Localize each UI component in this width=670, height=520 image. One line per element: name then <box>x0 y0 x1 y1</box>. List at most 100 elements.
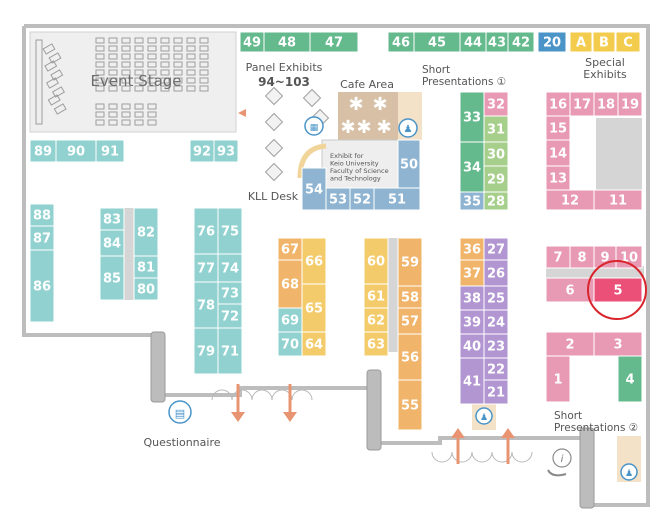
booth-36[interactable]: 36 <box>459 237 485 261</box>
booth-90[interactable]: 90 <box>55 139 97 163</box>
booth-35[interactable]: 35 <box>459 191 485 211</box>
booth-21[interactable]: 21 <box>483 379 509 405</box>
booth-38[interactable]: 38 <box>459 285 485 311</box>
booth-34[interactable]: 34 <box>459 141 485 193</box>
booth-44[interactable]: 44 <box>459 31 487 53</box>
booth-24[interactable]: 24 <box>483 309 509 335</box>
booth-76[interactable]: 76 <box>193 207 219 255</box>
booth-18[interactable]: 18 <box>593 91 619 117</box>
booth-55[interactable]: 55 <box>397 379 423 431</box>
booth-30[interactable]: 30 <box>483 141 509 167</box>
booth-74[interactable]: 74 <box>217 253 243 283</box>
booth-54[interactable]: 54 <box>301 167 327 211</box>
booth-64[interactable]: 64 <box>301 331 327 357</box>
booth-14[interactable]: 14 <box>545 139 571 167</box>
booth-31[interactable]: 31 <box>483 115 509 143</box>
booth-32[interactable]: 32 <box>483 91 509 117</box>
booth-81[interactable]: 81 <box>133 255 159 279</box>
booth-26[interactable]: 26 <box>483 259 509 287</box>
booth-22[interactable]: 22 <box>483 357 509 381</box>
booth-92[interactable]: 92 <box>189 139 215 163</box>
booth-48[interactable]: 48 <box>263 31 311 53</box>
booth-23[interactable]: 23 <box>483 333 509 359</box>
booth-1[interactable]: 1 <box>545 355 571 403</box>
booth-57[interactable]: 57 <box>397 307 423 335</box>
booth-43[interactable]: 43 <box>485 31 509 53</box>
booth-67[interactable]: 67 <box>277 237 303 261</box>
booth-7[interactable]: 7 <box>545 245 571 269</box>
cafe-area-label: Cafe Area <box>340 78 394 91</box>
booth-27[interactable]: 27 <box>483 237 509 261</box>
booth-86[interactable]: 86 <box>29 249 55 323</box>
booth-4[interactable]: 4 <box>617 355 643 403</box>
booth-51[interactable]: 51 <box>373 187 421 211</box>
booth-93[interactable]: 93 <box>213 139 239 163</box>
booth-b[interactable]: B <box>592 31 616 53</box>
booth-47[interactable]: 47 <box>309 31 359 53</box>
booth-82[interactable]: 82 <box>133 207 159 257</box>
booth-20[interactable]: 20 <box>537 31 567 53</box>
booth-42[interactable]: 42 <box>507 31 535 53</box>
booth-91[interactable]: 91 <box>95 139 125 163</box>
booth-84[interactable]: 84 <box>99 229 125 257</box>
booth-58[interactable]: 58 <box>397 285 423 309</box>
booth-49[interactable]: 49 <box>239 31 265 53</box>
booth-87[interactable]: 87 <box>29 225 55 251</box>
booth-17[interactable]: 17 <box>569 91 595 117</box>
booth-80[interactable]: 80 <box>133 277 159 301</box>
booth-79[interactable]: 79 <box>193 327 219 375</box>
booth-50[interactable]: 50 <box>397 139 421 189</box>
booth-83[interactable]: 83 <box>99 207 125 231</box>
booth-33[interactable]: 33 <box>459 91 485 143</box>
booth-72[interactable]: 72 <box>217 303 243 329</box>
booth-19[interactable]: 19 <box>617 91 643 117</box>
booth-65[interactable]: 65 <box>301 283 327 333</box>
booth-52[interactable]: 52 <box>349 187 375 211</box>
booth-2[interactable]: 2 <box>545 331 595 357</box>
booth-28[interactable]: 28 <box>483 191 509 211</box>
booth-62[interactable]: 62 <box>363 307 389 333</box>
booth-number: 23 <box>487 340 505 355</box>
booth-75[interactable]: 75 <box>217 207 243 255</box>
booth-5[interactable]: 5 <box>593 277 643 303</box>
booth-68[interactable]: 68 <box>277 259 303 309</box>
booth-45[interactable]: 45 <box>413 31 461 53</box>
booth-88[interactable]: 88 <box>29 203 55 227</box>
booth-78[interactable]: 78 <box>193 281 219 329</box>
booth-16[interactable]: 16 <box>545 91 571 117</box>
booth-3[interactable]: 3 <box>593 331 643 357</box>
booth-6[interactable]: 6 <box>545 277 595 303</box>
questionnaire-icon[interactable]: ▤ <box>168 400 192 424</box>
booth-71[interactable]: 71 <box>217 327 243 375</box>
booth-59[interactable]: 59 <box>397 237 423 287</box>
booth-53[interactable]: 53 <box>325 187 351 211</box>
booth-60[interactable]: 60 <box>363 237 389 285</box>
booth-63[interactable]: 63 <box>363 331 389 357</box>
booth-a[interactable]: A <box>569 31 593 53</box>
booth-56[interactable]: 56 <box>397 333 423 381</box>
booth-11[interactable]: 11 <box>593 189 643 211</box>
booth-39[interactable]: 39 <box>459 309 485 335</box>
booth-69[interactable]: 69 <box>277 307 303 333</box>
booth-73[interactable]: 73 <box>217 281 243 305</box>
event-stage[interactable]: Event Stage <box>29 31 237 133</box>
information-icon[interactable]: i <box>547 448 572 477</box>
booth-12[interactable]: 12 <box>545 189 595 211</box>
booth-number: 51 <box>388 193 406 208</box>
booth-61[interactable]: 61 <box>363 283 389 309</box>
booth-77[interactable]: 77 <box>193 253 219 283</box>
booth-85[interactable]: 85 <box>99 255 125 301</box>
booth-40[interactable]: 40 <box>459 333 485 359</box>
booth-25[interactable]: 25 <box>483 285 509 311</box>
booth-89[interactable]: 89 <box>29 139 57 163</box>
booth-8[interactable]: 8 <box>569 245 595 269</box>
booth-66[interactable]: 66 <box>301 237 327 285</box>
booth-13[interactable]: 13 <box>545 165 571 191</box>
booth-37[interactable]: 37 <box>459 259 485 287</box>
booth-46[interactable]: 46 <box>387 31 415 53</box>
booth-c[interactable]: C <box>615 31 641 53</box>
booth-29[interactable]: 29 <box>483 165 509 193</box>
booth-41[interactable]: 41 <box>459 357 485 405</box>
booth-70[interactable]: 70 <box>277 331 303 357</box>
booth-15[interactable]: 15 <box>545 115 571 141</box>
